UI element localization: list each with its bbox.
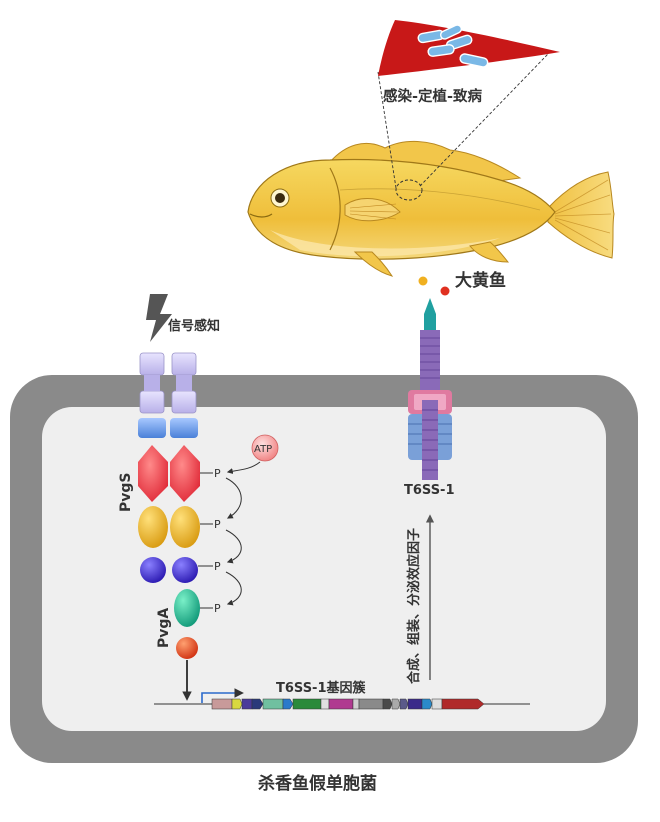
pvga-label: PvgA xyxy=(156,608,172,648)
phospho-label-4: P xyxy=(214,602,221,615)
pvgs-dimer xyxy=(138,352,200,583)
gene-cluster xyxy=(211,698,485,710)
pelvic-fin xyxy=(353,251,394,277)
atp-label: ATP xyxy=(254,444,272,455)
phosphorylation-sites: P P P P xyxy=(198,467,242,615)
effector-yellow xyxy=(418,276,428,286)
large-yellow-croaker-fish xyxy=(247,140,615,277)
pvgs-label: PvgS xyxy=(118,473,134,513)
effector-red xyxy=(440,286,450,296)
fish-name-label: 大黄鱼 xyxy=(455,270,506,291)
promoter-arrow-icon xyxy=(201,688,244,703)
t6ss-tip xyxy=(424,298,436,330)
signal-sensing-label: 信号感知 xyxy=(168,318,220,334)
phospho-label-3: P xyxy=(214,560,221,573)
fish-body xyxy=(247,158,556,260)
bacteria-colony xyxy=(417,24,489,68)
bacterium-label: 杀香鱼假单胞菌 xyxy=(258,773,377,794)
infection-process-label: 感染-定植-致病 xyxy=(383,87,483,105)
zoom-line-left xyxy=(377,71,397,189)
pvga-regulator xyxy=(174,589,200,659)
pvgs-monomer-right xyxy=(170,352,200,583)
anal-fin xyxy=(469,241,510,263)
zoom-region-circle xyxy=(395,179,423,201)
phospho-label-2: P xyxy=(214,518,221,531)
lightning-bolt-icon xyxy=(146,294,172,342)
t6ss-label: T6SS-1 xyxy=(404,483,455,498)
pvgs-monomer-left xyxy=(138,352,168,583)
effector-process-label: 合成、组装、分泌效应因子 xyxy=(406,528,422,684)
atp-molecule-icon xyxy=(251,434,279,462)
gene-cluster-label: T6SS-1基因簇 xyxy=(276,680,366,696)
zoom-line-right xyxy=(419,53,549,187)
infected-tissue xyxy=(378,20,560,76)
phospho-label-1: P xyxy=(214,467,221,480)
t6ss-apparatus xyxy=(408,298,452,480)
tissue-wedge xyxy=(378,20,560,76)
